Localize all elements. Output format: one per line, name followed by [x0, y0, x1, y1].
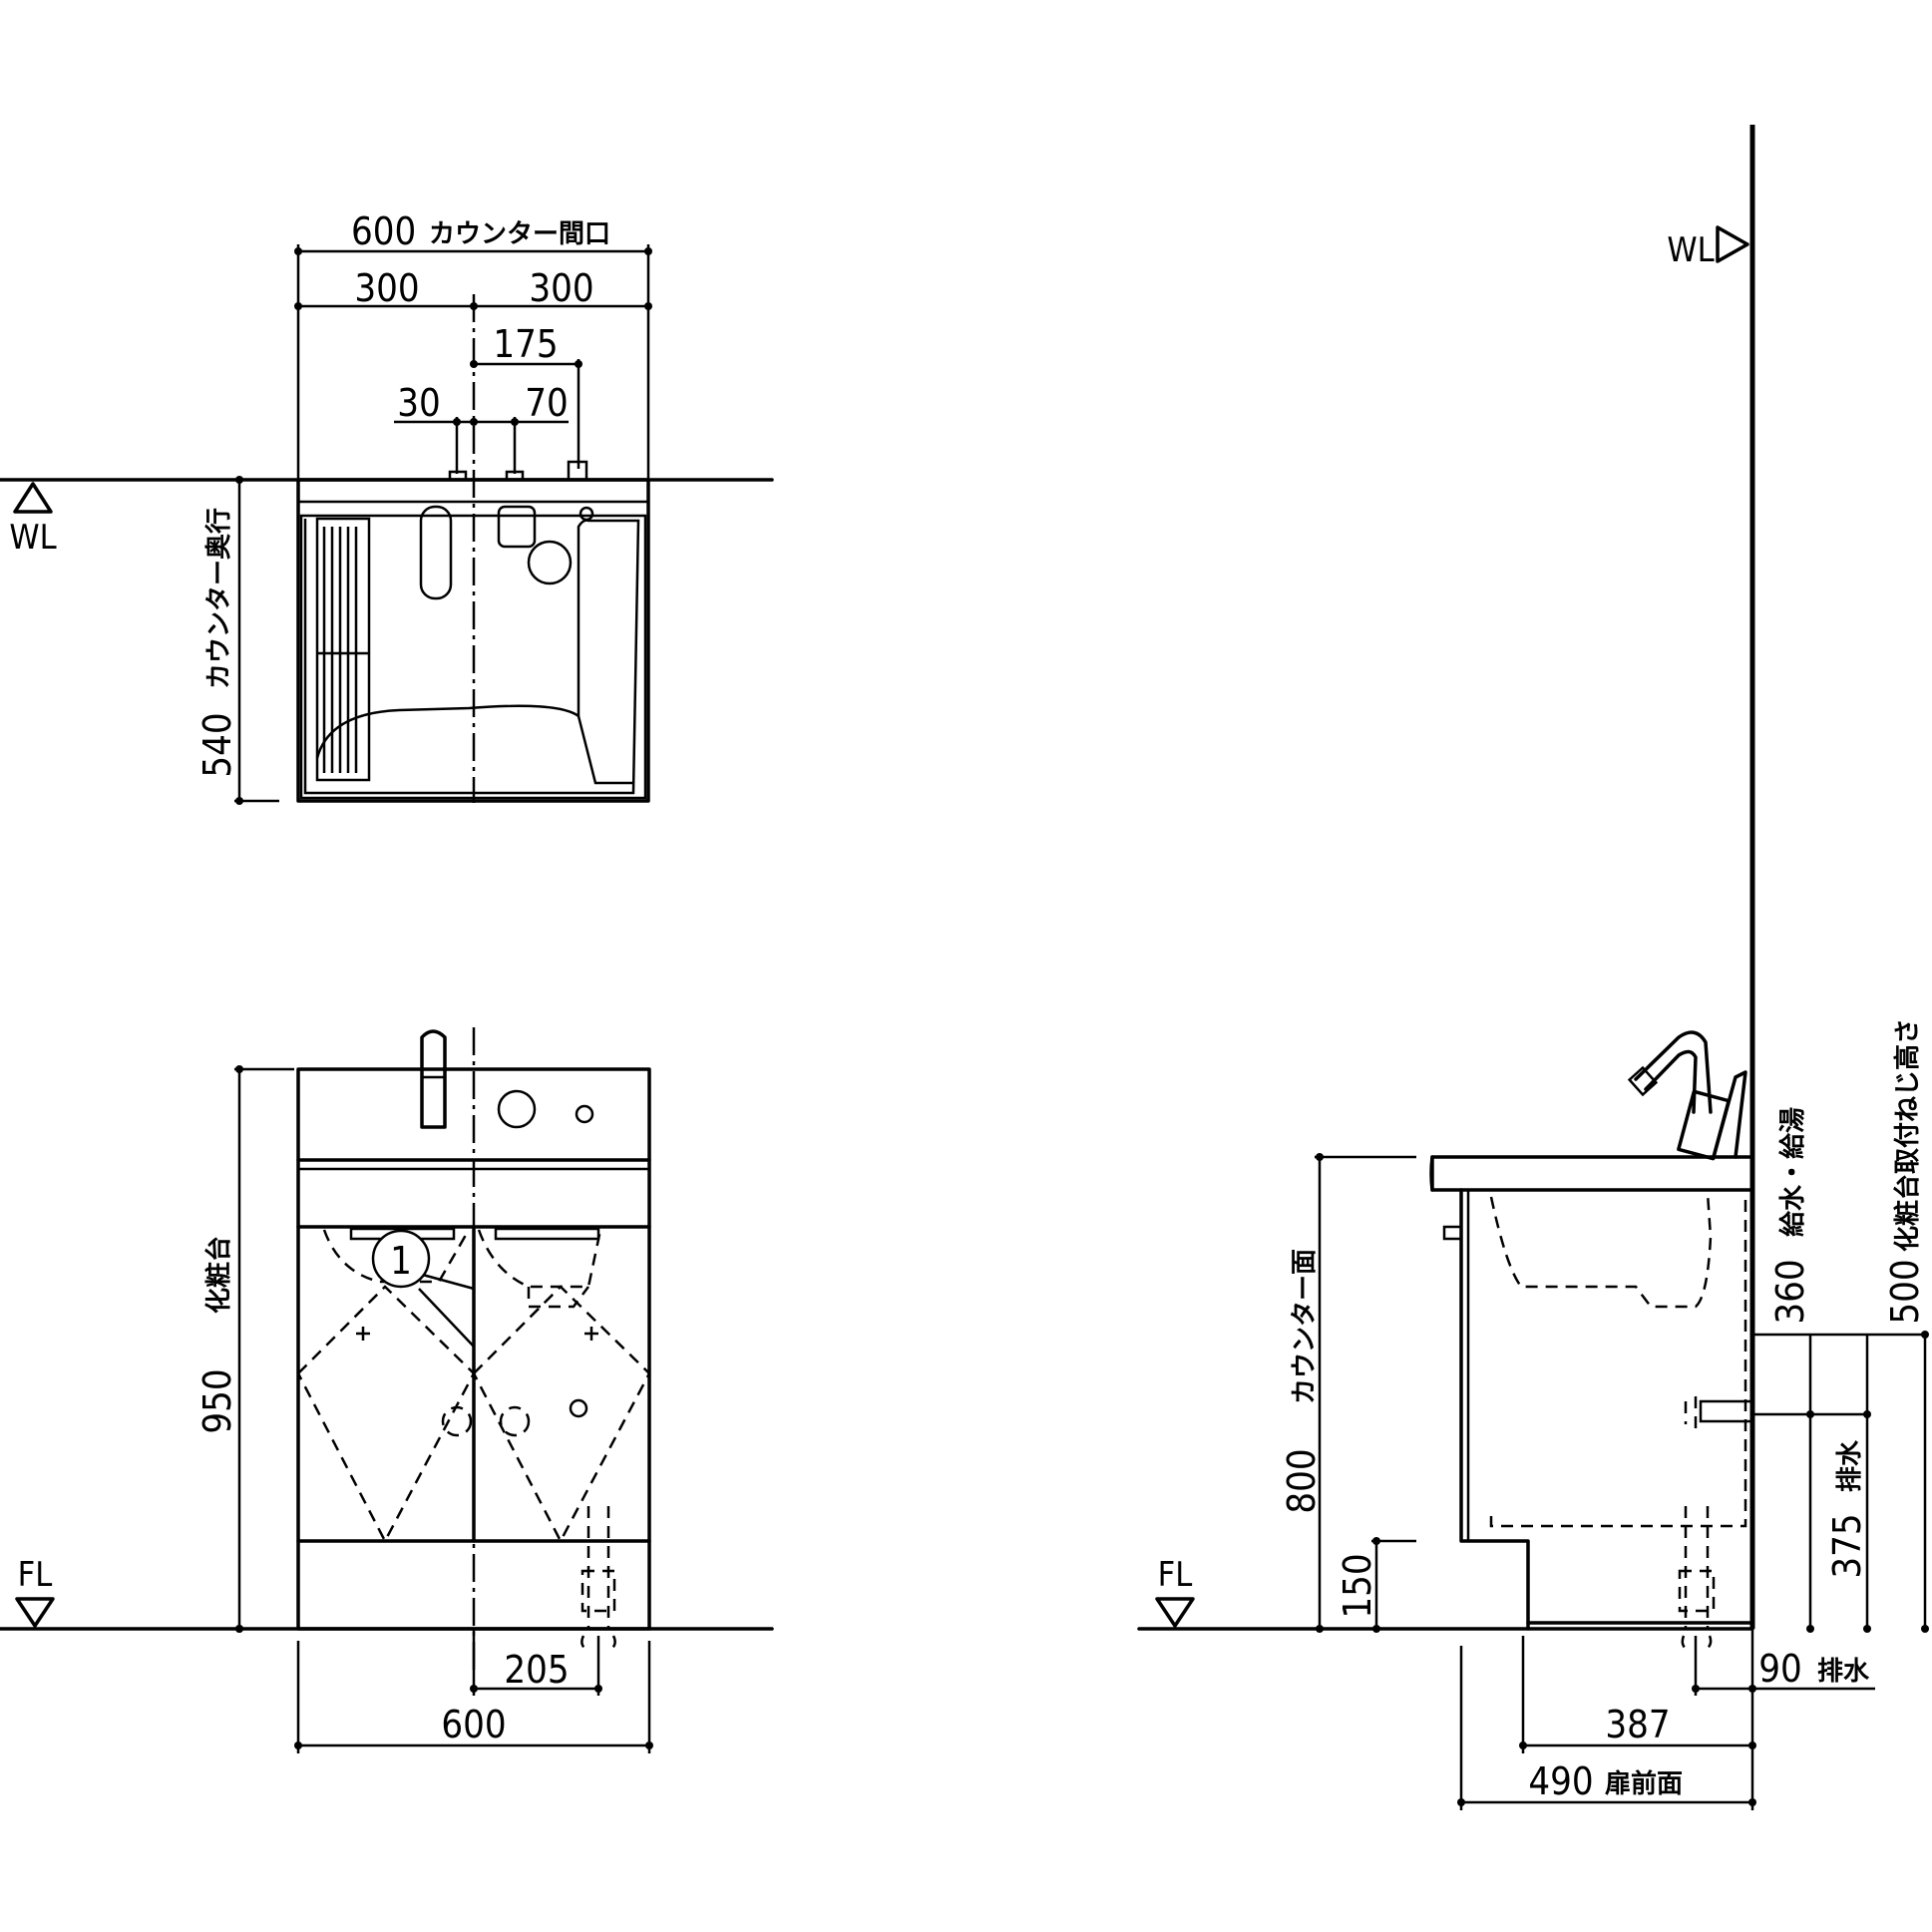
side-wl-label: WL [1667, 230, 1714, 270]
wl-marker [13, 482, 53, 514]
side-kick-value: 150 [1336, 1553, 1379, 1618]
supply-valve-icon [441, 1405, 473, 1437]
plan-dim-left: 300 [354, 266, 419, 310]
side-view: WL FL 800 カウンター面 [1137, 125, 1929, 1810]
plan-depth-value: 540 [195, 712, 239, 777]
mixer-handle-icon [497, 505, 537, 549]
side-drain-off-label: 排水 [1817, 1657, 1870, 1687]
front-dim-205: 205 [504, 1648, 569, 1692]
side-door-value: 490 [1528, 1759, 1593, 1803]
side-mount-label: 化粧台取付ねじ高さ [1892, 1018, 1923, 1252]
side-mount-value: 500 [1883, 1259, 1927, 1324]
side-supply-value: 360 [1768, 1259, 1812, 1324]
plan-dim-total: 600 [351, 209, 416, 253]
side-drain-label: 排水 [1835, 1439, 1865, 1492]
wl-marker [1716, 225, 1749, 263]
side-fl-label: FL [1158, 1555, 1193, 1595]
front-height-value: 950 [195, 1368, 239, 1433]
plan-wl-label: WL [9, 518, 56, 558]
plan-depth-label: カウンター奥行 [203, 508, 234, 689]
front-fl-label: FL [18, 1555, 53, 1595]
front-faucet-icon [420, 1029, 447, 1129]
front-dim-600: 600 [441, 1703, 506, 1746]
side-drain-value: 375 [1825, 1513, 1869, 1578]
faucet-spout-icon [419, 505, 453, 600]
side-counter-value: 800 [1280, 1448, 1324, 1513]
front-height-label: 化粧台 [203, 1236, 234, 1314]
side-drain-off-value: 90 [1758, 1647, 1802, 1691]
side-counter-label: カウンター面 [1290, 1249, 1320, 1404]
drain-cap-icon [527, 540, 573, 585]
plan-dim-total-label: カウンター間口 [429, 219, 610, 249]
side-supply-valve-icon [1699, 1399, 1754, 1423]
supply-valve-icon [499, 1405, 531, 1437]
front-handle-icon [497, 1089, 537, 1129]
plan-dim-right: 300 [529, 266, 593, 310]
plan-dim-70: 70 [525, 381, 569, 425]
front-view: 950 化粧台 1 [0, 1027, 774, 1753]
fl-marker [1155, 1597, 1195, 1628]
plan-dim-30: 30 [397, 381, 441, 425]
fl-marker [15, 1597, 55, 1628]
front-callout: 1 [390, 1239, 412, 1283]
side-door-label: 扉前面 [1605, 1768, 1683, 1799]
plan-view: 600 カウンター間口 300 300 175 30 70 WL [0, 209, 774, 805]
plan-dim-175: 175 [493, 322, 558, 366]
side-faucet-icon [1634, 1030, 1713, 1114]
side-supply-label: 給水・給湯 [1777, 1107, 1808, 1237]
side-dim-387: 387 [1605, 1703, 1670, 1746]
